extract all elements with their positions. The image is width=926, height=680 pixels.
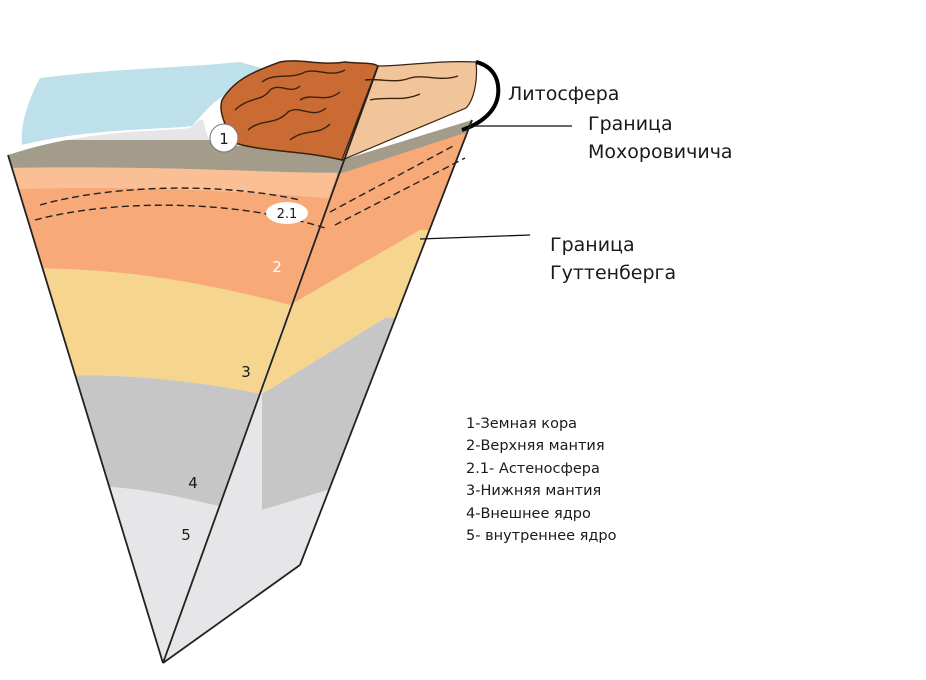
legend: 1-Земная кора 2-Верхняя мантия 2.1- Асте… [466, 413, 616, 547]
moho-boundary-label: Граница Мохоровичича [588, 110, 733, 166]
marker-2.1: 2.1 [277, 207, 298, 222]
front-lower-mantle [8, 268, 290, 394]
mountains-side [340, 61, 478, 162]
legend-item-upper-mantle: 2-Верхняя мантия [466, 438, 605, 455]
front-upper-mantle [8, 160, 342, 305]
legend-item-inner-core: 5- внутреннее ядро [466, 528, 617, 545]
lithosphere-label: Литосфера [508, 83, 620, 105]
layer-markers: 1 2.1 2 3 4 5 [181, 123, 308, 544]
legend-item-outer-core: 4-Внешнее ядро [466, 505, 591, 522]
gutenberg-callout-line [419, 234, 531, 240]
marker-5: 5 [181, 526, 191, 544]
legend-item-lower-mantle: 3-Нижняя мантия [466, 483, 602, 500]
wedge-outline [7, 65, 473, 664]
gutenberg-label-line1: Граница [550, 234, 635, 256]
legend-item-asthenosphere: 2.1- Астеносфера [466, 460, 600, 477]
marker-2: 2 [272, 258, 282, 276]
callout-lines [419, 125, 572, 240]
moho-label-line2: Мохоровичича [588, 141, 733, 163]
marker-1-badge [209, 123, 239, 153]
legend-item-crust: 1-Земная кора [466, 416, 578, 432]
gutenberg-boundary-label: Граница Гуттенберга [550, 231, 676, 287]
marker-3: 3 [241, 363, 251, 381]
marker-1: 1 [219, 130, 229, 148]
mountain-ridges [234, 69, 459, 141]
lithosphere-bracket [461, 60, 501, 132]
moho-label-line1: Граница [588, 113, 673, 135]
marker-4: 4 [188, 474, 198, 492]
marker-2.1-badge [266, 202, 308, 224]
gutenberg-label-line2: Гуттенберга [550, 262, 677, 284]
ocean-surface [21, 62, 269, 145]
